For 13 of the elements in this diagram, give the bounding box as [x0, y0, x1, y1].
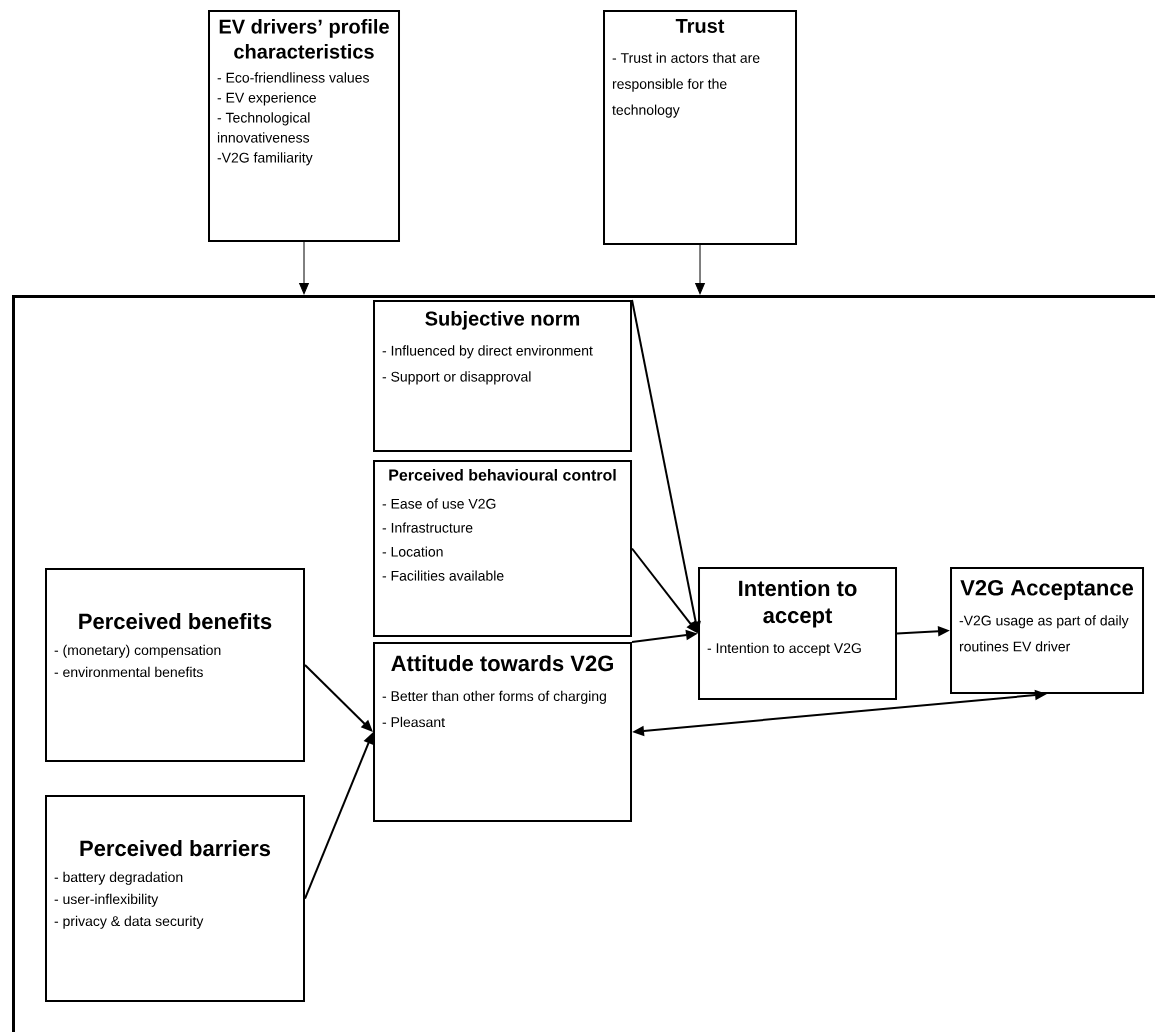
concept-box: V2G Acceptance -V2G usage as part of daily routines EV driver	[950, 567, 1144, 694]
concept-box: Trust - Trust in actors that are responsible for the technology	[603, 10, 797, 245]
concept-box: Perceived barriers - battery degradation - user-inflexibility - privacy & data security	[45, 795, 305, 1002]
frame-box	[12, 295, 1155, 1032]
concept-box: Attitude towards V2G - Better than other forms of charging - Pleasant	[373, 642, 632, 822]
arrow	[695, 244, 705, 295]
concept-box: Perceived behavioural control - Ease of use V2G - Infrastructure - Location - Facilities available	[373, 460, 632, 637]
arrow	[299, 241, 309, 295]
concept-box: EV drivers’ profile characteristics - Eco-friendliness values - EV experience - Technological innovativeness -V2G familiarity	[208, 10, 400, 242]
concept-box: Intention to accept - Intention to accept V2G	[698, 567, 897, 700]
concept-box: Subjective norm - Influenced by direct environment - Support or disapproval	[373, 300, 632, 452]
concept-box: Perceived benefits - (monetary) compensation - environmental benefits	[45, 568, 305, 762]
arrow	[304, 664, 373, 732]
